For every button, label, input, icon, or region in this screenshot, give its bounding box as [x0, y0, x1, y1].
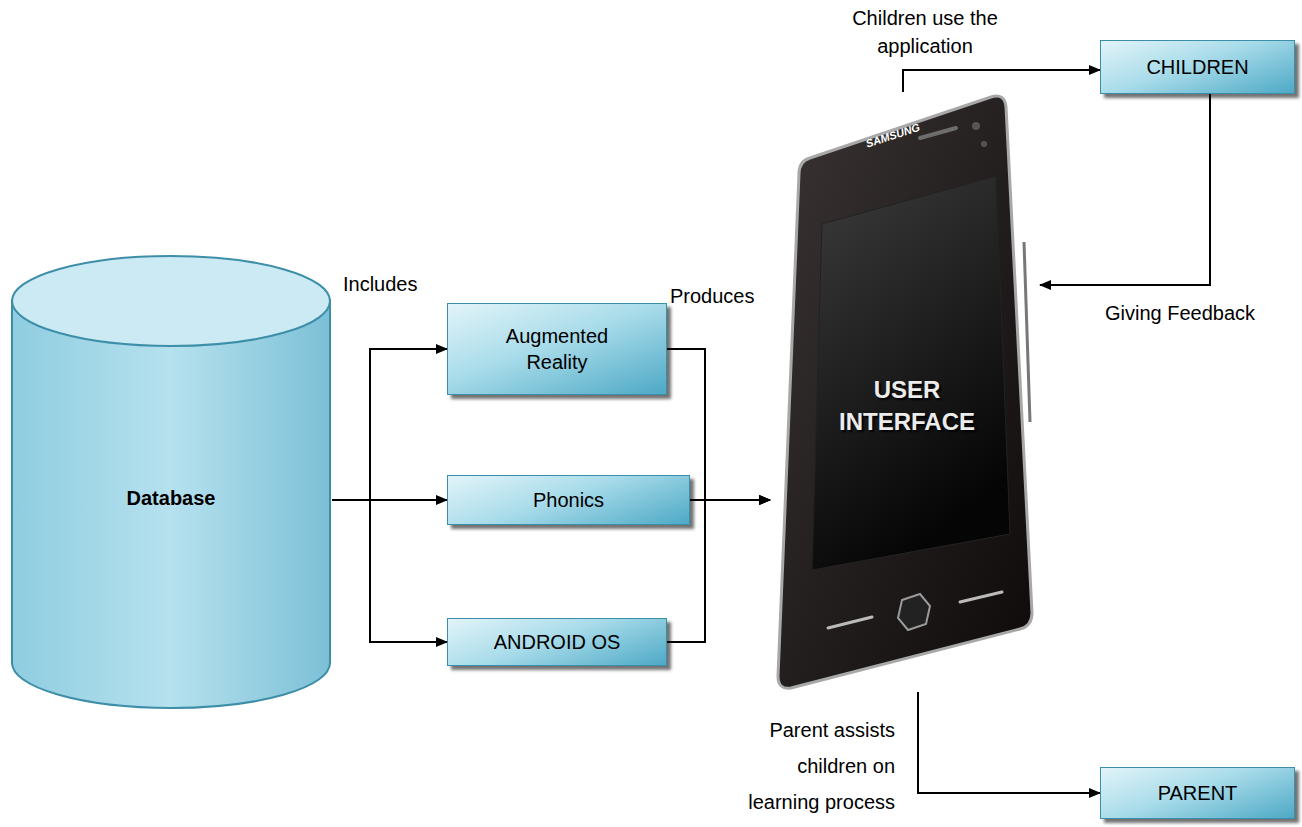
connector-arrow — [332, 349, 447, 500]
node-text: Phonics — [533, 487, 604, 513]
connector-arrow — [332, 500, 447, 642]
node-text: PARENT — [1158, 780, 1238, 806]
connector-arrow — [903, 70, 1100, 92]
edge-label: Children use the application — [815, 4, 1035, 60]
node-text: CHILDREN — [1146, 54, 1248, 80]
node-text: ANDROID OS — [494, 629, 621, 655]
actor-box: CHILDREN — [1100, 40, 1295, 94]
connector-arrow — [1040, 94, 1210, 285]
node-text: USER INTERFACE — [822, 374, 992, 438]
process-box: Augmented Reality — [447, 303, 667, 395]
edge-label: Giving Feedback — [1080, 300, 1280, 326]
cylinder-outline — [10, 255, 332, 710]
process-box: ANDROID OS — [447, 618, 667, 666]
database-cylinder: Database — [10, 255, 332, 710]
edge-label: Includes — [343, 271, 453, 297]
phone-device: USER INTERFACE — [770, 92, 1040, 692]
edge-label: Parent assists children on learning proc… — [735, 712, 895, 820]
process-box: Phonics — [447, 475, 690, 525]
actor-box: PARENT — [1100, 767, 1295, 819]
connector-arrow — [918, 692, 1100, 793]
node-text: Augmented Reality — [482, 323, 632, 375]
edge-label: Produces — [670, 283, 780, 309]
node-text: Database — [10, 485, 332, 511]
